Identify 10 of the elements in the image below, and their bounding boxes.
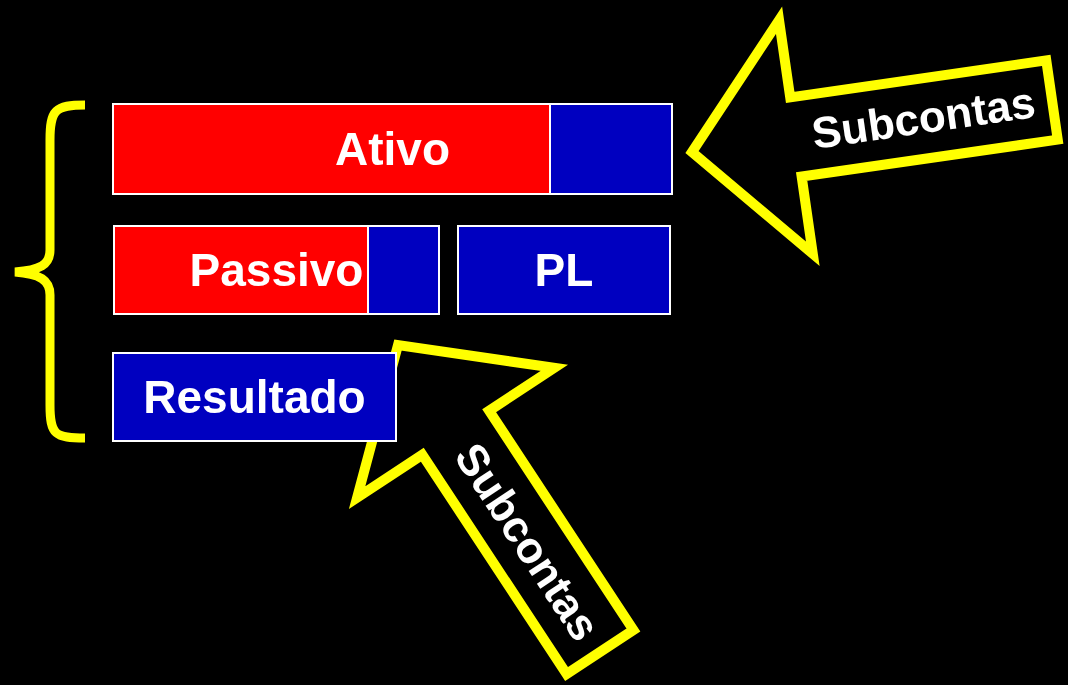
account-name: Passivo [188,243,365,297]
account-name: Ativo [334,122,451,176]
block-arrow [685,6,1064,267]
account-box [457,225,671,315]
account-box [113,225,440,315]
account-name: PL [533,243,595,297]
account-box [112,352,397,442]
account-box [112,103,673,195]
arrow-label: Subcontas [809,77,1039,160]
account-name: Resultado [142,370,367,424]
